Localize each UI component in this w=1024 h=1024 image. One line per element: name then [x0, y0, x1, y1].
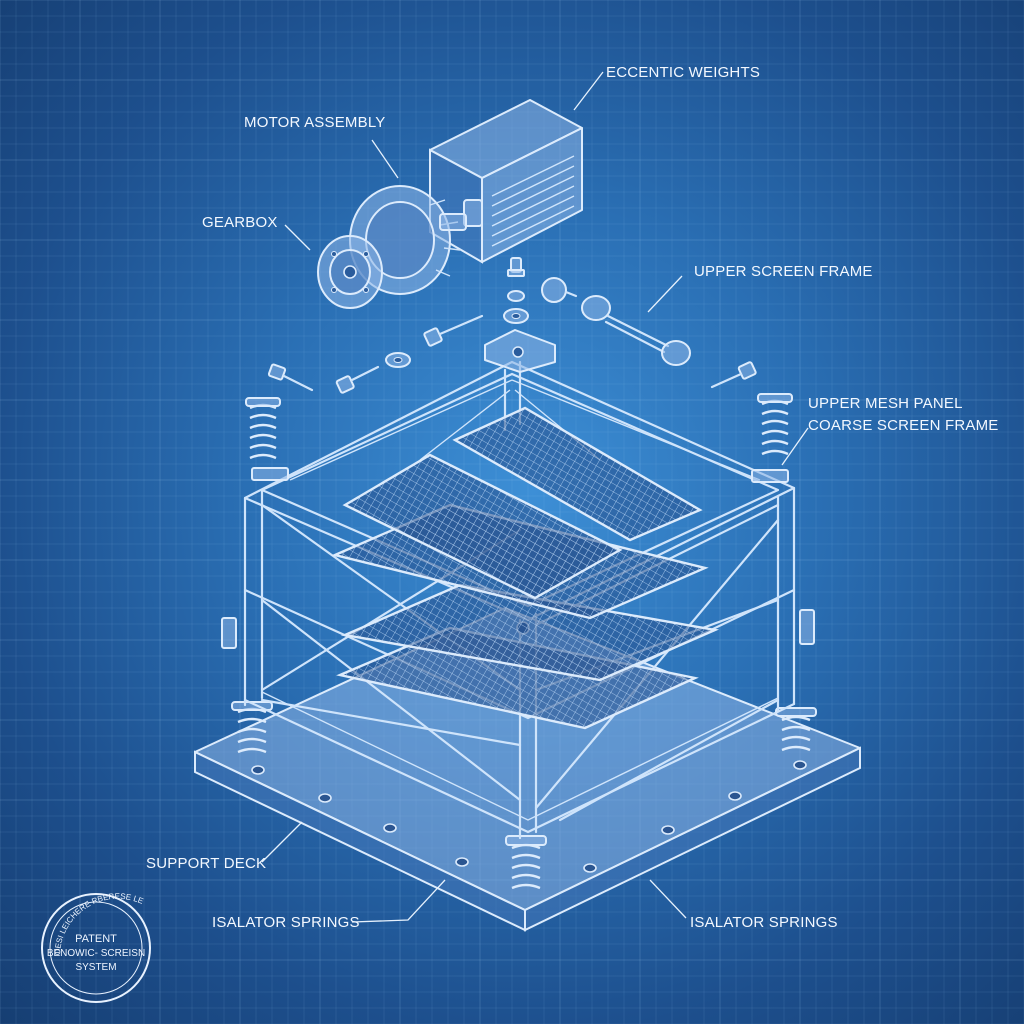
upper-mesh-panel	[342, 453, 623, 600]
gearbox-flange	[317, 235, 383, 309]
center-fasteners	[503, 257, 529, 324]
stamp-line-1: PATENT	[75, 933, 117, 945]
eccentric-weight-small	[541, 277, 578, 303]
label-support-deck: SUPPORT DECK	[146, 855, 266, 872]
support-deck	[194, 607, 861, 932]
label-isolator-springs-left: ISALATOR SPRINGS	[212, 914, 360, 931]
label-eccentric-weights: ECCENTIC WEIGHTS	[606, 64, 760, 81]
label-coarse-screen-frame: COARSE SCREEN FRAME	[808, 417, 999, 434]
isolator-spring-front-bottom	[505, 835, 547, 890]
label-isolator-springs-right: ISALATOR SPRINGS	[690, 914, 838, 931]
stamp-line-2: BENOWIC- SCREISN	[47, 948, 145, 959]
shaft-bolt-right	[581, 295, 691, 366]
label-motor-assembly: MOTOR ASSEMBLY	[244, 114, 385, 131]
leader-lines	[261, 71, 809, 923]
label-upper-screen-frame: UPPER SCREEN FRAME	[694, 263, 873, 280]
mesh-panel-mid-2	[340, 583, 720, 682]
label-gearbox: GEARBOX	[202, 214, 278, 231]
coarse-screen-frame-panel	[452, 406, 703, 542]
deck-bolt-holes	[251, 760, 807, 873]
stamp-ring-text: OESI LEICHERE RBERESE LEYO	[0, 0, 145, 955]
bolt-right	[710, 361, 757, 389]
bolt-left	[267, 363, 314, 392]
isolator-spring-left-top	[245, 397, 281, 460]
isolator-spring-right-top	[757, 393, 793, 456]
motor-assembly	[429, 99, 583, 264]
washer	[385, 352, 411, 368]
bolt-center	[423, 314, 484, 347]
label-upper-mesh-panel: UPPER MESH PANEL	[808, 395, 963, 412]
bolt-left-2	[335, 365, 380, 394]
stamp-line-3: SYSTEM	[75, 962, 116, 973]
